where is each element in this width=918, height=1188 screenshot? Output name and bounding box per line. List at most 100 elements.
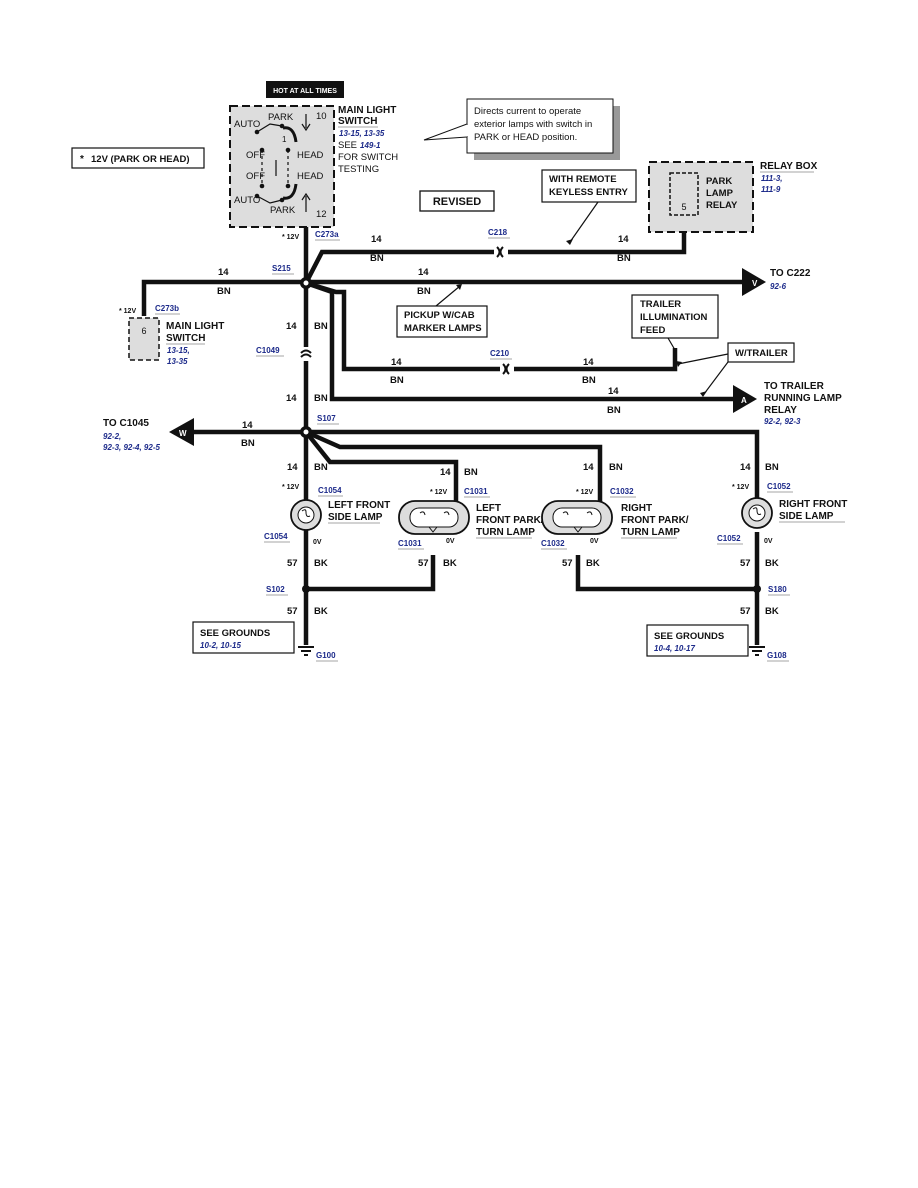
rf-side-name-1: RIGHT FRONT xyxy=(779,499,847,510)
splice-s180-label: S180 xyxy=(768,585,787,594)
wire-gauge-ground-lf-park: 57 xyxy=(418,558,429,569)
rf-park-name-1: RIGHT xyxy=(621,503,652,514)
trailer-feed-line-3: FEED xyxy=(640,325,665,336)
w-trailer-pointer-1 xyxy=(677,353,729,365)
wire-gauge-upper-right: 14 xyxy=(618,234,629,245)
main-switch-for-1: FOR SWITCH xyxy=(338,152,398,163)
lf-side-conn-bottom: C1054 xyxy=(264,532,288,541)
switch-b-pin: 6 xyxy=(141,326,146,336)
relay-box-title: RELAY BOX xyxy=(760,161,818,172)
relay-box xyxy=(648,161,754,233)
splice-s180 xyxy=(753,585,761,593)
lf-park-name-1: LEFT xyxy=(476,503,501,514)
switch-b-ref-1: 13-15, xyxy=(167,346,190,355)
ground-g100-symbol xyxy=(298,646,314,656)
w-trailer-label: W/TRAILER xyxy=(735,348,788,359)
switch-b-ref-2: 13-35 xyxy=(167,357,188,366)
w-trailer-pointer-2 xyxy=(703,361,729,395)
relay-name-1: PARK xyxy=(706,176,732,187)
rf-park-name-2: FRONT PARK/ xyxy=(621,515,689,526)
main-switch-title-2: SWITCH xyxy=(338,116,377,127)
main-light-switch: AUTO PARK 10 1 OFF HEAD OFF HEAD AUTO PA… xyxy=(229,105,335,228)
connector-c1049: C1049 xyxy=(256,346,280,355)
wire-color-ground-left: BK xyxy=(314,606,328,617)
rf-side-0v: 0V xyxy=(764,538,773,545)
wire-color-ground-rf-park: BK xyxy=(586,558,600,569)
wire-color-c210-left: BN xyxy=(390,375,404,386)
relay-pin-5: 5 xyxy=(681,202,686,212)
grounds-left-text: SEE GROUNDS xyxy=(200,628,270,639)
wire-color-rf-park: BN xyxy=(609,462,623,473)
switch-head-top: HEAD xyxy=(297,150,324,161)
connector-c273b: C273b xyxy=(155,304,179,313)
splice-s102-label: S102 xyxy=(266,585,285,594)
wire-gauge-ground-rf-side: 57 xyxy=(740,558,751,569)
switch-pin-12: 12 xyxy=(316,209,327,220)
pickup-marker-line-2: MARKER LAMPS xyxy=(404,323,482,334)
connector-c210: C210 xyxy=(490,349,510,358)
wire-gauge-trunk-lower: 14 xyxy=(286,393,297,404)
main-switch-see: SEE xyxy=(338,140,357,151)
legend-text: 12V (PARK OR HEAD) xyxy=(91,154,190,165)
main-switch-title-1: MAIN LIGHT xyxy=(338,105,396,116)
relay-name-2: LAMP xyxy=(706,188,734,199)
wire-color-ground-right: BK xyxy=(765,606,779,617)
connector-c1049-symbol xyxy=(300,347,312,361)
connector-c218-symbol xyxy=(494,246,508,258)
hot-at-all-times-label: HOT AT ALL TIMES xyxy=(273,88,337,95)
wire-color-c273b: BN xyxy=(217,286,231,297)
to-c1045-label: TO C1045 xyxy=(103,418,149,429)
lf-side-name-2: SIDE LAMP xyxy=(328,512,383,523)
wire-gauge-ground-rf-park: 57 xyxy=(562,558,573,569)
splice-s107-label: S107 xyxy=(317,414,336,423)
legend-asterisk: * xyxy=(80,154,84,165)
to-c222-label: TO C222 xyxy=(770,268,811,279)
switch-off-top: OFF xyxy=(246,150,265,161)
main-switch-ref: 13-15, 13-35 xyxy=(339,129,385,138)
pickup-marker-box xyxy=(396,305,488,338)
pickup-marker-pointer xyxy=(435,285,461,307)
rf-side-volt: * 12V xyxy=(732,484,749,491)
arrow-to-c222: V xyxy=(742,268,766,296)
switch-b-box xyxy=(128,317,160,361)
pickup-marker-line-1: PICKUP W/CAB xyxy=(404,310,475,321)
wire-gauge-c210-left: 14 xyxy=(391,357,402,368)
rf-park-turn-lamp xyxy=(541,500,613,535)
contact-off-bottom xyxy=(259,183,265,189)
lf-park-conn-bottom: C1031 xyxy=(398,539,422,548)
arrow-to-trailer-relay: A xyxy=(733,385,757,413)
wire-gauge-rf-side: 14 xyxy=(740,462,751,473)
switch-b-name-1: MAIN LIGHT xyxy=(166,321,224,332)
switch-head-bottom: HEAD xyxy=(297,171,324,182)
wire-color-trailer: BN xyxy=(607,405,621,416)
legend-box: * 12V (PARK OR HEAD) xyxy=(71,147,205,169)
lf-park-conn-top: C1031 xyxy=(464,487,488,496)
grounds-right-box xyxy=(646,624,749,657)
arrow-to-c1045: W xyxy=(169,418,194,446)
callout-bubble xyxy=(423,98,620,160)
wire-gauge-ground-left: 57 xyxy=(287,606,298,617)
wire-color-lf-park: BN xyxy=(464,467,478,478)
wire-gauge-trunk-upper: 14 xyxy=(286,321,297,332)
lf-side-lamp xyxy=(290,499,322,531)
wire-gauge-upper-left: 14 xyxy=(371,234,382,245)
switch-pin-1: 1 xyxy=(282,135,287,144)
ground-g108-symbol xyxy=(749,646,765,656)
wire-gauge-c273b: 14 xyxy=(218,267,229,278)
connector-c210-symbol xyxy=(500,363,514,375)
wire-color-upper-left: BN xyxy=(370,253,384,264)
rf-side-name-2: SIDE LAMP xyxy=(779,511,834,522)
wire-color-rf-side: BN xyxy=(765,462,779,473)
lf-park-name-2: FRONT PARK/ xyxy=(476,515,544,526)
ground-g108-label: G108 xyxy=(767,651,787,660)
to-trailer-line-2: RUNNING LAMP xyxy=(764,393,842,404)
wire-color-c1045: BN xyxy=(241,438,255,449)
wire-color-upper-right: BN xyxy=(617,253,631,264)
to-c222-ref: 92-6 xyxy=(770,282,787,291)
relay-box-ref-1: 111-3, xyxy=(761,174,783,183)
wire-gauge-rf-park: 14 xyxy=(583,462,594,473)
grounds-left-box xyxy=(192,621,295,654)
grounds-right-text: SEE GROUNDS xyxy=(654,631,724,642)
rf-side-conn-top: C1052 xyxy=(767,482,791,491)
